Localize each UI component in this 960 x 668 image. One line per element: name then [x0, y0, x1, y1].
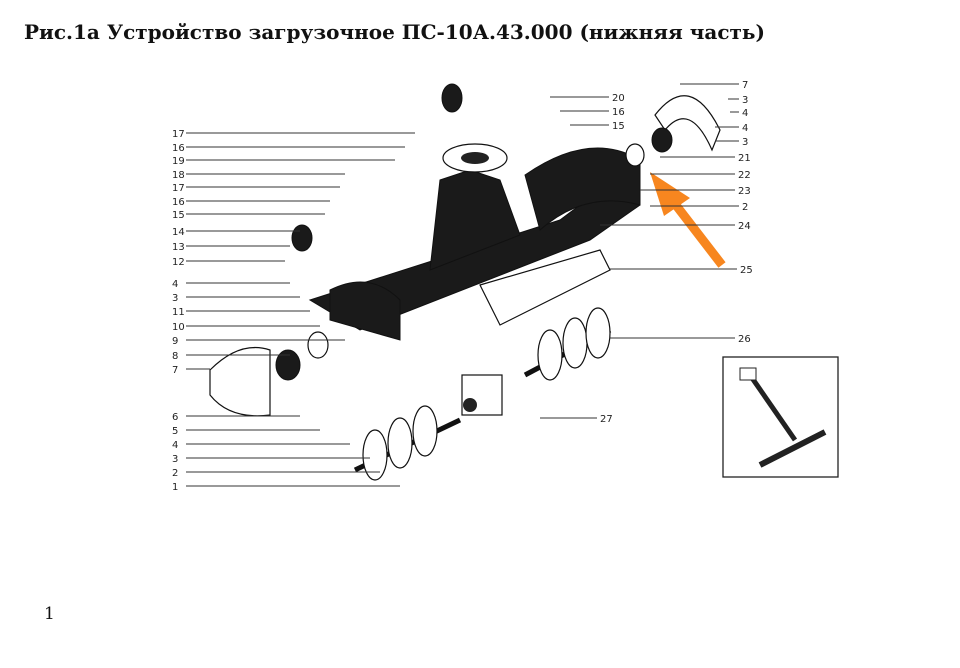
callout-right-7: 7: [680, 80, 748, 91]
callout-left-17: 17: [172, 183, 340, 194]
callout-right-16: 16: [560, 107, 625, 118]
callout-right-21: 21: [660, 153, 751, 164]
callout-left-10: 10: [172, 322, 320, 333]
callout-number: 7: [172, 365, 178, 376]
left-end-cover: [209, 331, 329, 417]
callout-number: 12: [172, 257, 185, 268]
callout-number: 16: [612, 107, 625, 118]
callout-right-23: 23: [640, 186, 751, 197]
callout-left-6: 6: [172, 412, 300, 423]
callout-number: 25: [740, 265, 753, 276]
callout-number: 10: [172, 322, 185, 333]
callout-left-3: 3: [172, 293, 300, 304]
callout-number: 15: [172, 210, 185, 221]
callout-left-2: 2: [172, 468, 380, 479]
callout-left-7: 7: [172, 365, 210, 376]
callout-right-4: 4: [730, 108, 748, 119]
callout-number: 14: [172, 227, 185, 238]
callout-left-19: 19: [172, 156, 395, 167]
callout-number: 26: [738, 334, 751, 345]
callout-number: 22: [738, 170, 751, 181]
callout-number: 17: [172, 129, 185, 140]
callout-number: 17: [172, 183, 185, 194]
callout-left-4: 4: [172, 279, 290, 290]
callout-left-12: 12: [172, 257, 285, 268]
callout-left-15: 15: [172, 210, 325, 221]
callout-left-8: 8: [172, 351, 290, 362]
upper-roller: [441, 83, 463, 113]
callout-number: 4: [742, 123, 748, 134]
callout-number: 19: [172, 156, 185, 167]
callout-right-15: 15: [570, 121, 625, 132]
callout-number: 3: [742, 95, 748, 106]
callout-left-4: 4: [172, 440, 350, 451]
callout-number: 3: [172, 454, 178, 465]
callout-number: 1: [172, 482, 178, 493]
gearbox: [461, 374, 503, 416]
callout-number: 15: [612, 121, 625, 132]
callout-number: 13: [172, 242, 185, 253]
callout-number: 4: [172, 440, 178, 451]
callout-number: 2: [742, 202, 748, 213]
callout-left-5: 5: [172, 426, 320, 437]
left-roller: [291, 224, 313, 252]
callout-left-13: 13: [172, 242, 290, 253]
callout-left-3: 3: [172, 454, 370, 465]
trough-body: [308, 143, 641, 341]
callout-number: 4: [172, 279, 178, 290]
inset-overview: [722, 356, 839, 478]
page-number: 1: [44, 604, 55, 624]
callout-right-25: 25: [610, 265, 753, 276]
callout-right-3: 3: [715, 137, 748, 148]
callout-right-24: 24: [600, 221, 751, 232]
callout-left-18: 18: [172, 170, 345, 181]
callout-number: 27: [600, 414, 613, 425]
callout-left-16: 16: [172, 143, 405, 154]
callout-left-14: 14: [172, 227, 300, 238]
callout-right-3: 3: [728, 95, 748, 106]
callout-left-1: 1: [172, 482, 400, 493]
callout-left-16: 16: [172, 197, 330, 208]
callout-number: 3: [742, 137, 748, 148]
callout-right-2: 2: [650, 202, 748, 213]
callout-number: 24: [738, 221, 751, 232]
right-auger: [523, 307, 612, 381]
callout-number: 18: [172, 170, 185, 181]
callout-number: 7: [742, 80, 748, 91]
callout-number: 21: [738, 153, 751, 164]
callout-number: 6: [172, 412, 178, 423]
callout-number: 4: [742, 108, 748, 119]
callout-number: 9: [172, 336, 178, 347]
callout-number: 3: [172, 293, 178, 304]
figure-title: Рис.1а Устройство загрузочное ПС-10А.43.…: [24, 20, 765, 44]
callout-number: 8: [172, 351, 178, 362]
callout-right-27: 27: [540, 414, 613, 425]
callout-left-11: 11: [172, 307, 310, 318]
left-auger: [353, 405, 462, 481]
callout-number: 5: [172, 426, 178, 437]
callout-number: 20: [612, 93, 625, 104]
callout-right-4: 4: [715, 123, 748, 134]
callout-right-26: 26: [610, 334, 751, 345]
right-end-cover: [625, 95, 721, 167]
callout-right-22: 22: [650, 170, 751, 181]
callout-number: 23: [738, 186, 751, 197]
callout-right-20: 20: [550, 93, 625, 104]
callout-number: 16: [172, 197, 185, 208]
callout-number: 11: [172, 307, 185, 318]
callout-number: 2: [172, 468, 178, 479]
callout-left-17: 17: [172, 129, 415, 140]
callout-left-9: 9: [172, 336, 345, 347]
highlight-arrow-icon: [650, 172, 726, 268]
callout-number: 16: [172, 143, 185, 154]
